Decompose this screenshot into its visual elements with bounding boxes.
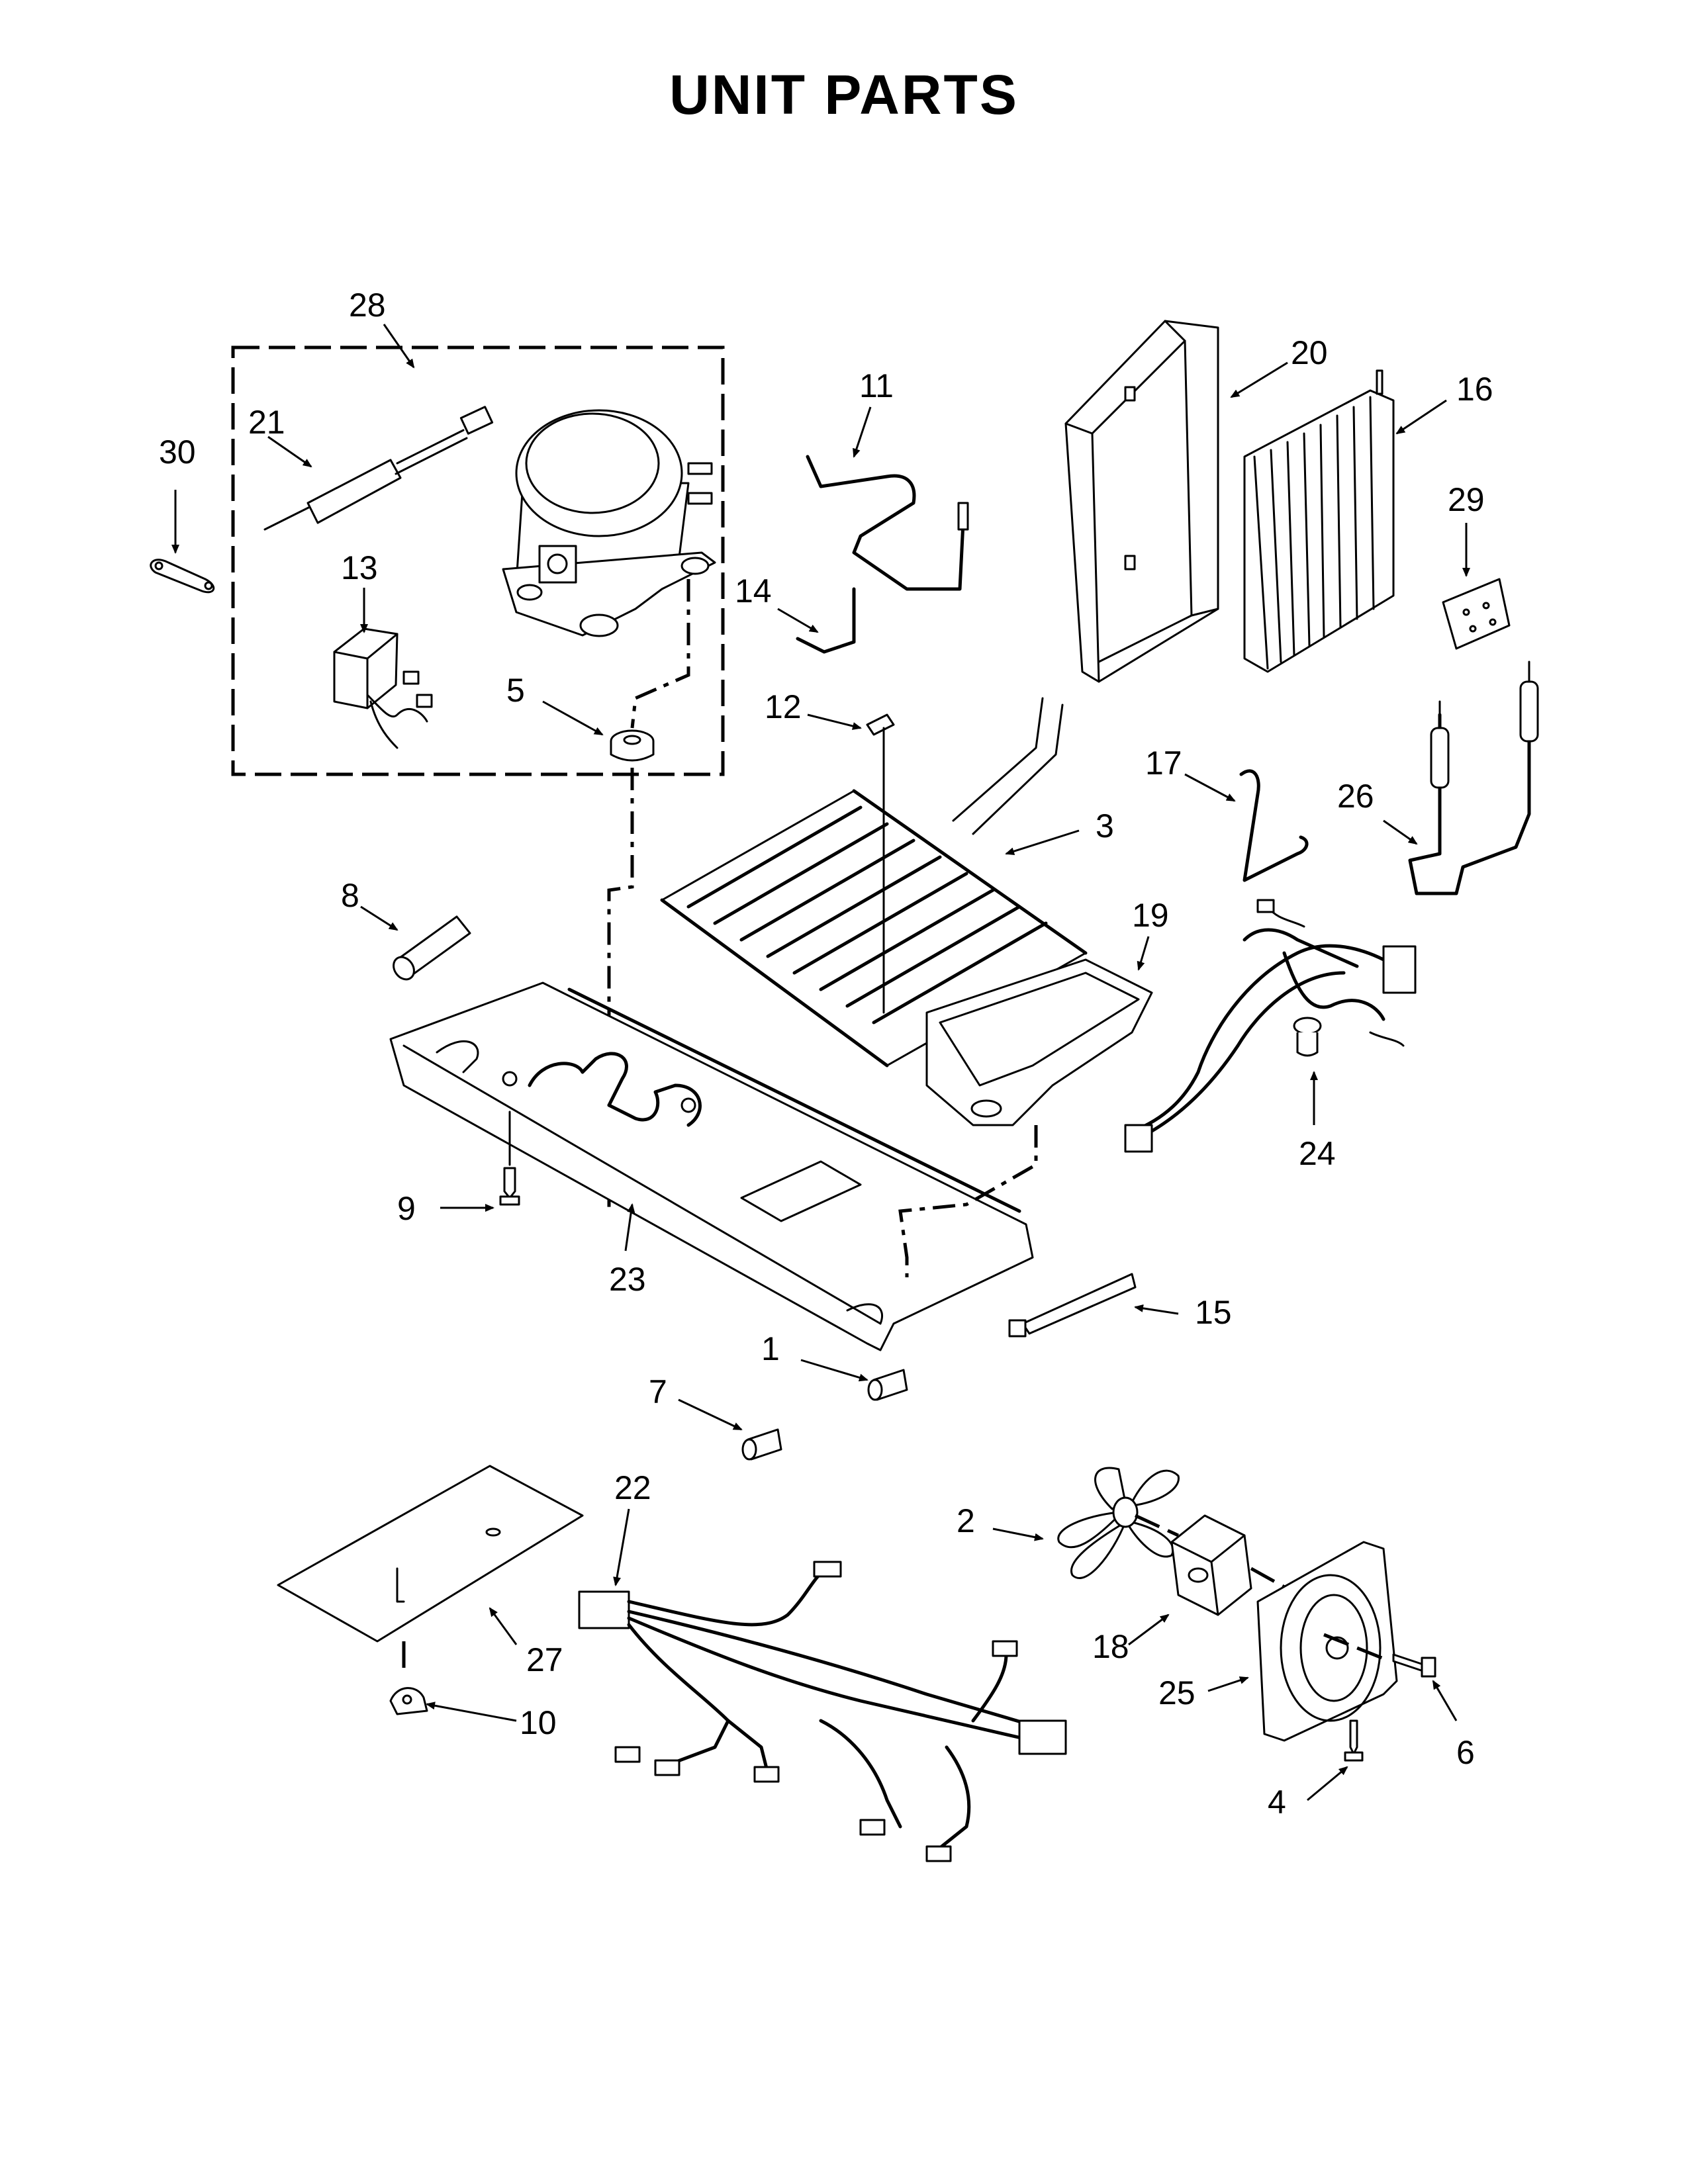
- callout-16: 16: [1456, 371, 1493, 408]
- relay-icon: [333, 627, 433, 749]
- sleeve-icon: [393, 915, 471, 981]
- callout-8: 8: [341, 877, 359, 914]
- tube-icon: [796, 587, 856, 654]
- callout-6: 6: [1456, 1734, 1475, 1771]
- base-plate-icon: [389, 981, 1034, 1351]
- bracket-icon: [866, 713, 895, 1014]
- connector-dashdot-line: [630, 579, 690, 729]
- callout-7: 7: [649, 1373, 667, 1410]
- callout-30: 30: [159, 433, 196, 471]
- screw-icon: [499, 1111, 520, 1206]
- callout-26: 26: [1337, 778, 1374, 815]
- evaporator-icon: [1243, 369, 1395, 673]
- callout-11: 11: [859, 367, 894, 404]
- callout-4: 4: [1268, 1784, 1286, 1821]
- insulation-sheet-icon: [277, 1465, 584, 1674]
- cable-tie-icon: [1008, 1273, 1137, 1338]
- callout-14: 14: [735, 572, 772, 610]
- hook-icon: [1239, 769, 1309, 882]
- screw-icon: [1392, 1653, 1436, 1678]
- callout-15: 15: [1195, 1294, 1232, 1331]
- pad-icon: [1442, 578, 1511, 650]
- callout-2: 2: [957, 1502, 975, 1539]
- callout-24: 24: [1299, 1135, 1336, 1172]
- callout-20: 20: [1291, 334, 1328, 371]
- evaporator-cover-icon: [1064, 320, 1219, 683]
- clip-icon: [389, 1687, 428, 1715]
- connector-dashdot-line: [607, 768, 634, 1211]
- drain-pan-icon: [925, 958, 1153, 1126]
- drier-tube-icon: [1408, 660, 1539, 895]
- callout-13: 13: [341, 549, 378, 586]
- callout-27: 27: [526, 1641, 563, 1678]
- callout-9: 9: [397, 1190, 416, 1227]
- callout-22: 22: [614, 1469, 651, 1506]
- callout-18: 18: [1092, 1628, 1129, 1665]
- callout-29: 29: [1448, 481, 1485, 518]
- callout-25: 25: [1158, 1674, 1196, 1711]
- callout-17: 17: [1145, 745, 1182, 782]
- callout-19: 19: [1132, 897, 1169, 934]
- grommet-icon: [610, 729, 655, 762]
- page-title: UNIT PARTS: [669, 64, 1019, 126]
- callout-3: 3: [1096, 807, 1114, 844]
- callout-21: 21: [248, 404, 285, 441]
- leader-lines: [171, 324, 1470, 1801]
- compressor-kit-outline: [231, 345, 725, 776]
- fan-blade-icon: [1057, 1467, 1180, 1579]
- callout-10: 10: [520, 1704, 557, 1741]
- fan-bracket-icon: [1256, 1541, 1398, 1742]
- callout-5: 5: [506, 672, 525, 709]
- callout-28: 28: [349, 287, 386, 324]
- screw-icon: [1344, 1719, 1364, 1762]
- tube-icon: [806, 455, 965, 591]
- callout-12: 12: [765, 688, 802, 725]
- clip-icon: [150, 559, 214, 594]
- fan-motor-icon: [1170, 1514, 1252, 1616]
- compressor-icon: [502, 409, 716, 637]
- connector-dashdot-line: [898, 1125, 1038, 1277]
- fan-axis-line: [1134, 1514, 1180, 1537]
- spacer-icon: [741, 1428, 782, 1461]
- power-harness-icon: [1124, 899, 1417, 1153]
- callout-1: 1: [761, 1330, 780, 1367]
- wire-harness-icon: [578, 1561, 1067, 1862]
- spacer-icon: [867, 1369, 908, 1401]
- condenser-coil-icon: [660, 697, 1088, 1068]
- filter-drier-icon: [263, 406, 494, 531]
- callout-23: 23: [609, 1261, 646, 1298]
